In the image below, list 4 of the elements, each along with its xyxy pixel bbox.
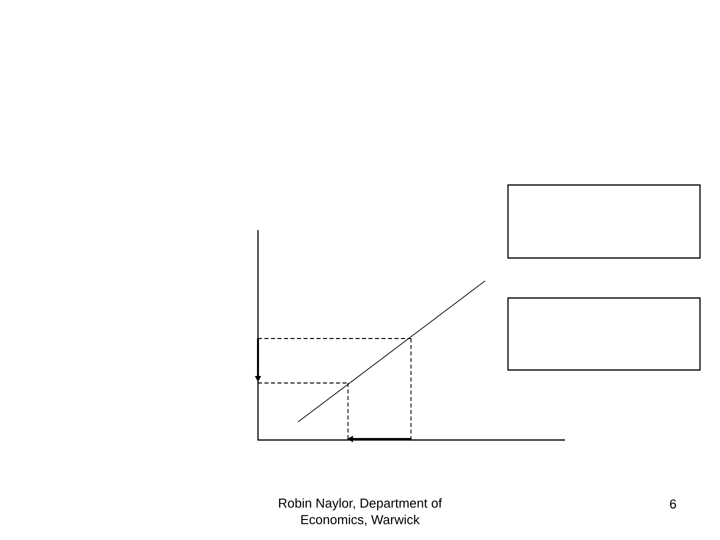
empty-box — [507, 184, 701, 259]
footer-text: Robin Naylor, Department of Economics, Warwick — [279, 498, 442, 526]
empty-box — [507, 297, 701, 371]
page-number: 6 — [670, 499, 676, 509]
